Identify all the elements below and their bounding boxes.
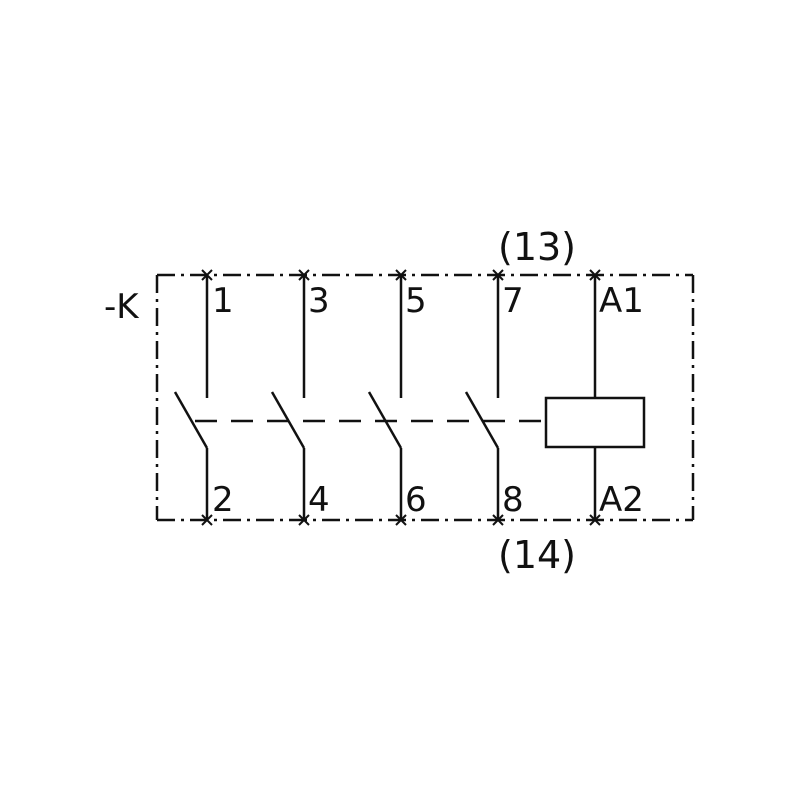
terminal-label-bottom: 2 bbox=[212, 480, 234, 520]
terminal-label-bottom: 6 bbox=[405, 480, 427, 520]
device-designation: -K bbox=[104, 287, 140, 327]
alt-label-bottom: (14) bbox=[498, 533, 576, 577]
coil-label-bottom: A2 bbox=[599, 480, 644, 520]
contact-1-2 bbox=[173, 275, 209, 520]
terminal-mark bbox=[589, 269, 601, 281]
coil-label-top: A1 bbox=[599, 281, 644, 321]
terminal-mark bbox=[492, 269, 504, 281]
terminal-label-top: 7 bbox=[502, 281, 524, 321]
terminal-mark bbox=[492, 514, 504, 526]
terminal-mark bbox=[201, 269, 213, 281]
contact-5-6 bbox=[367, 275, 403, 520]
terminal-label-bottom: 4 bbox=[308, 480, 330, 520]
coil bbox=[544, 275, 646, 520]
terminal-label-top: 1 bbox=[212, 281, 234, 321]
terminal-label-bottom: 8 bbox=[502, 480, 524, 520]
alt-label-top: (13) bbox=[498, 225, 576, 269]
coil-body bbox=[544, 396, 646, 449]
terminal-mark bbox=[298, 269, 310, 281]
contact-7-8 bbox=[464, 275, 500, 520]
terminal-mark bbox=[395, 269, 407, 281]
terminal-mark bbox=[589, 514, 601, 526]
terminal-label-top: 3 bbox=[308, 281, 330, 321]
terminal-label-top: 5 bbox=[405, 281, 427, 321]
terminal-mark bbox=[201, 514, 213, 526]
terminal-mark bbox=[298, 514, 310, 526]
terminal-mark bbox=[395, 514, 407, 526]
contact-3-4 bbox=[270, 275, 306, 520]
enclosure-boundary bbox=[155, 273, 695, 522]
terminal-marks bbox=[201, 269, 601, 526]
